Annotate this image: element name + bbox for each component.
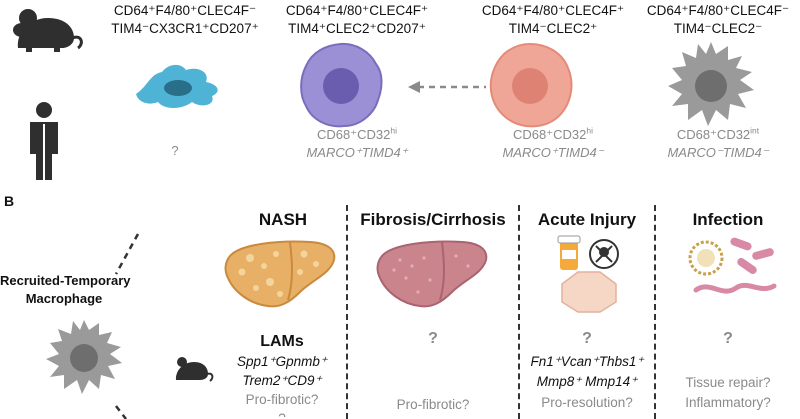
acute-injury-illustration xyxy=(557,235,619,313)
divider-1 xyxy=(346,205,348,419)
human-markers-2: CD68⁺CD32hi MARCO⁺TIMD4⁺ xyxy=(306,125,408,160)
kupffer-subtype-3-markers: CD64⁺F4/80⁺CLEC4F⁺TIM4⁻CLEC2⁺ xyxy=(481,3,625,36)
human-icon xyxy=(30,102,58,180)
kupffer-subtype-4-markers: CD64⁺F4/80⁺CLEC4F⁻TIM4⁻CLEC2⁻ xyxy=(646,3,790,36)
nash-details: LAMs Spp1⁺Gpnmb⁺ Trem2⁺CD9⁺ Pro-fibrotic… xyxy=(220,332,344,417)
mouse-icon-small xyxy=(175,357,214,382)
recruited-macrophage-cell xyxy=(46,320,122,394)
connector-lines xyxy=(114,233,140,419)
infection-function-1: Tissue repair? xyxy=(685,375,771,390)
cell-blue-dendritic xyxy=(136,64,218,108)
acute-markers-1: Fn1⁺Vcan⁺Thbs1⁺ xyxy=(530,354,644,369)
cell-salmon xyxy=(489,42,573,128)
divider-3 xyxy=(654,205,656,419)
human-markers-4: CD68⁺CD32int MARCO⁻TIMD4⁻ xyxy=(667,125,769,160)
fibrosis-function: Pro-fibrotic? xyxy=(396,397,470,412)
acute-markers-2: Mmp8⁺ Mmp14⁺ xyxy=(536,374,638,389)
nash-markers-1: Spp1⁺Gpnmb⁺ xyxy=(236,354,328,369)
cell-gray-spiky xyxy=(668,42,754,126)
col-title-nash: NASH xyxy=(258,210,308,229)
col-title-acute-injury: Acute Injury xyxy=(537,210,637,229)
kupffer-subtype-2-markers: CD64⁺F4/80⁺CLEC4F⁺TIM4⁺CLEC2⁺CD207⁺ xyxy=(285,3,429,36)
liver-fibrosis-illustration xyxy=(376,240,488,308)
cell-purple xyxy=(300,42,383,128)
infection-function-2: Inflammatory? xyxy=(685,395,771,410)
mouse-icon xyxy=(13,9,83,52)
divider-2 xyxy=(518,205,520,419)
nash-extra: ? xyxy=(220,409,344,417)
kupffer-subtype-1-markers: CD64⁺F4/80⁺CLEC4F⁻TIM4⁻CX3CR1⁺CD207⁺ xyxy=(111,3,259,36)
human-markers-1: ? xyxy=(171,143,179,158)
nash-function: Pro-fibrotic? xyxy=(245,392,319,407)
infection-illustration xyxy=(688,237,777,294)
col-title-infection: Infection xyxy=(692,210,764,229)
transition-arrow xyxy=(408,81,486,93)
col-title-fibrosis: Fibrosis/Cirrhosis xyxy=(360,210,506,229)
panel-label-b: B xyxy=(4,193,15,209)
nash-markers-2: Trem2⁺CD9⁺ xyxy=(242,373,322,388)
lams-label: LAMs xyxy=(260,333,304,350)
acute-function: Pro-resolution? xyxy=(541,395,633,410)
fibrosis-unknown: ? xyxy=(428,330,438,347)
infection-unknown: ? xyxy=(723,330,733,347)
acute-unknown: ? xyxy=(582,330,592,347)
human-markers-3: CD68⁺CD32hi MARCO⁺TIMD4⁻ xyxy=(502,125,604,160)
liver-nash-illustration xyxy=(224,240,336,308)
